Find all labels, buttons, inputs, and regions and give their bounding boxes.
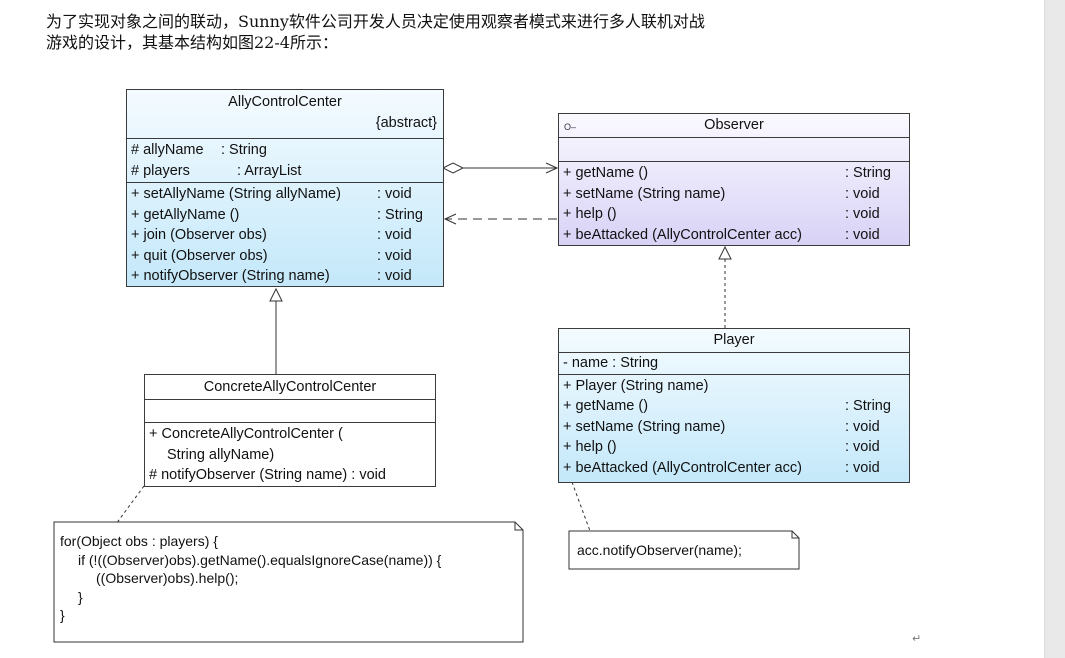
methods-section: + Player (String name) + getName (): Str… bbox=[559, 375, 909, 480]
class-header: ConcreteAllyControlCenter bbox=[145, 375, 435, 400]
method-row: + Player (String name) bbox=[563, 377, 709, 394]
intro-paragraph: 为了实现对象之间的联动，Sunny软件公司开发人员决定使用观察者模式来进行多人联… bbox=[46, 11, 946, 53]
method-row: String allyName) bbox=[167, 446, 275, 463]
attribute-row: - name : String bbox=[563, 355, 659, 371]
code-line: ((Observer)obs).help(); bbox=[96, 570, 239, 586]
note-left-outline bbox=[53, 521, 524, 643]
note-right-fold bbox=[791, 531, 799, 539]
attribute-row: # players: ArrayList bbox=[131, 162, 302, 179]
aggregation-diamond bbox=[441, 162, 465, 174]
interface-icon: O– bbox=[564, 122, 577, 132]
method-row: + setName (String name): void bbox=[563, 185, 880, 202]
interface-header: O– Observer bbox=[559, 114, 909, 138]
method-row: + setAllyName (String allyName): void bbox=[131, 186, 412, 202]
method-row: + beAttacked (AllyControlCenter acc): vo… bbox=[563, 226, 880, 243]
method-row: + getName (): String bbox=[563, 165, 891, 181]
attributes-section bbox=[559, 138, 909, 162]
vertical-scrollbar[interactable] bbox=[1044, 0, 1065, 658]
paragraph-mark-icon: ↵ bbox=[912, 633, 922, 645]
methods-section: + ConcreteAllyControlCenter ( String all… bbox=[145, 423, 435, 487]
note-text: acc.notifyObserver(name); bbox=[577, 542, 742, 558]
abstract-stereotype: {abstract} bbox=[375, 115, 437, 131]
method-row: + help (): void bbox=[563, 439, 880, 455]
method-row: + help (): void bbox=[563, 206, 880, 222]
note-right-outline bbox=[568, 530, 800, 570]
realization-triangle-observer bbox=[718, 245, 732, 260]
note-anchor-right bbox=[571, 481, 591, 532]
note-left: for(Object obs : players) { if (!((Obser… bbox=[60, 532, 515, 632]
method-row: + notifyObserver (String name): void bbox=[131, 268, 412, 284]
method-row: + getAllyName (): String bbox=[131, 206, 423, 223]
interface-observer: O– Observer + getName (): String + setNa… bbox=[558, 113, 910, 246]
class-name: AllyControlCenter bbox=[228, 94, 342, 110]
note-right: acc.notifyObserver(name); bbox=[577, 540, 787, 562]
method-row: + setName (String name): void bbox=[563, 418, 880, 435]
note-anchor-left bbox=[115, 485, 145, 525]
note-left-fold bbox=[514, 522, 523, 531]
method-row: # notifyObserver (String name) : void bbox=[149, 467, 386, 483]
dependency-arrowhead bbox=[443, 213, 457, 225]
method-row: + beAttacked (AllyControlCenter acc): vo… bbox=[563, 459, 880, 476]
code-line: for(Object obs : players) { bbox=[60, 533, 218, 549]
class-name: Player bbox=[713, 332, 755, 348]
code-line: if (!((Observer)obs).getName().equalsIgn… bbox=[78, 551, 442, 568]
attributes-section bbox=[145, 400, 435, 423]
class-concrete-ally-control-center: ConcreteAllyControlCenter + ConcreteAlly… bbox=[144, 374, 436, 487]
attributes-section: - name : String bbox=[559, 353, 909, 375]
class-name: ConcreteAllyControlCenter bbox=[203, 379, 377, 395]
aggregation-arrowhead bbox=[545, 162, 559, 174]
interface-name: Observer bbox=[704, 117, 764, 133]
method-row: + quit (Observer obs): void bbox=[131, 247, 412, 264]
code-line: } bbox=[78, 588, 83, 605]
attribute-row: # allyName: String bbox=[131, 142, 267, 158]
methods-section: + getName (): String + setName (String n… bbox=[559, 162, 909, 246]
class-header: AllyControlCenter {abstract} bbox=[127, 90, 443, 139]
method-row: + join (Observer obs): void bbox=[131, 227, 412, 243]
method-row: + ConcreteAllyControlCenter ( bbox=[149, 426, 343, 442]
methods-section: + setAllyName (String allyName): void + … bbox=[127, 183, 443, 288]
code-line: } bbox=[60, 607, 65, 623]
generalization-triangle-ally bbox=[269, 287, 283, 302]
method-row: + getName (): String bbox=[563, 398, 891, 414]
class-header: Player bbox=[559, 329, 909, 353]
class-ally-control-center: AllyControlCenter {abstract} # allyName:… bbox=[126, 89, 444, 287]
class-player: Player - name : String + Player (String … bbox=[558, 328, 910, 483]
intro-line-1: 为了实现对象之间的联动，Sunny软件公司开发人员决定使用观察者模式来进行多人联… bbox=[46, 12, 705, 31]
intro-line-2: 游戏的设计，其基本结构如图22-4所示： bbox=[46, 33, 338, 52]
attributes-section: # allyName: String # players: ArrayList bbox=[127, 139, 443, 183]
